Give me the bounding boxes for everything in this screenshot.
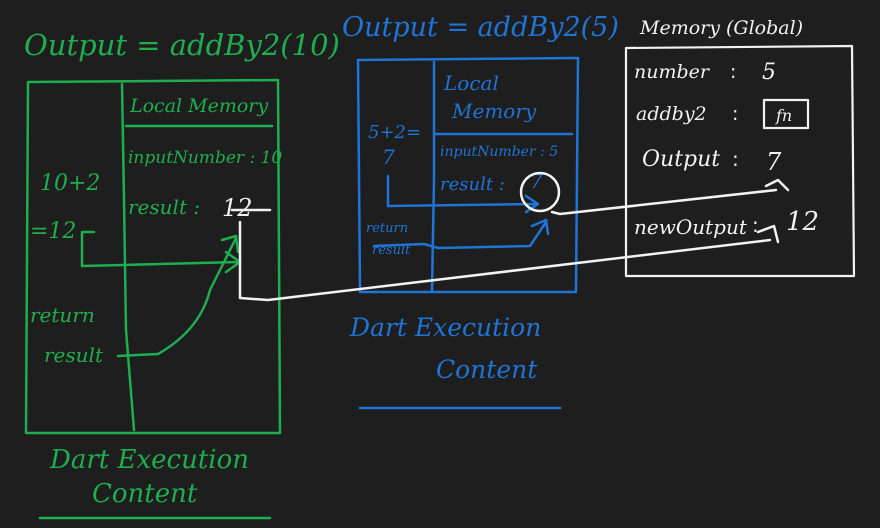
middle-heading: Output = addBy2(5) bbox=[342, 12, 619, 43]
global-newoutput-label: newOutput bbox=[634, 215, 748, 239]
global-addby2-fn-box bbox=[762, 98, 810, 130]
left-heading: Output = addBy2(10) bbox=[24, 28, 340, 62]
global-number-value: 5 bbox=[762, 60, 776, 85]
middle-footer-line2: Content bbox=[436, 355, 538, 384]
global-memory-frame bbox=[624, 44, 856, 278]
left-input-line: inputNumber : 10 bbox=[128, 148, 282, 168]
global-number-separator: : bbox=[730, 61, 736, 83]
global-addby2-separator: : bbox=[732, 103, 738, 125]
global-number-label: number bbox=[634, 61, 711, 83]
middle-return-line1: return bbox=[366, 221, 408, 236]
global-output-label: Output bbox=[642, 147, 720, 172]
left-computation-line2: =12 bbox=[30, 219, 76, 244]
left-return-line2: result bbox=[44, 343, 104, 367]
middle-result-label: result : bbox=[440, 174, 505, 195]
middle-footer-line1: Dart Execution bbox=[349, 313, 541, 342]
middle-return-arrow bbox=[372, 218, 550, 250]
left-return-arrow bbox=[116, 234, 240, 358]
left-execution-context: Output = addBy2(10) Local Memory inputNu… bbox=[24, 28, 340, 520]
middle-return-line2: result bbox=[372, 243, 411, 258]
global-newoutput-value: 12 bbox=[786, 207, 819, 237]
middle-execution-context: Output = addBy2(5) Local Memory 5+2= 7 i… bbox=[342, 12, 619, 410]
middle-local-memory-line1: Local bbox=[443, 71, 499, 95]
middle-result-circle bbox=[519, 171, 561, 213]
left-result-label: result : bbox=[128, 195, 200, 219]
newoutput-assignment-arrow bbox=[230, 208, 780, 302]
global-output-value: 7 bbox=[766, 148, 782, 176]
global-memory-title: Memory (Global) bbox=[639, 17, 803, 39]
global-addby2-value: fn bbox=[775, 106, 792, 125]
middle-computation-line2: 7 bbox=[382, 145, 395, 169]
output-assignment-arrow bbox=[550, 178, 790, 216]
global-newoutput-separator: : bbox=[752, 213, 759, 237]
middle-computation-line1: 5+2= bbox=[368, 122, 421, 143]
global-memory-panel: Memory (Global) number : 5 addby2 : fn O… bbox=[624, 17, 856, 278]
global-addby2-label: addby2 bbox=[636, 103, 707, 125]
left-footer-line1: Dart Execution bbox=[49, 445, 249, 475]
left-footer-line2: Content bbox=[92, 479, 198, 509]
left-local-memory-label: Local Memory bbox=[129, 95, 268, 117]
left-computation-line1: 10+2 bbox=[40, 171, 100, 196]
connector-arrows bbox=[230, 178, 790, 302]
global-output-separator: : bbox=[732, 147, 739, 171]
left-frame bbox=[24, 78, 282, 435]
left-result-value: 12 bbox=[222, 194, 253, 222]
left-return-line1: return bbox=[30, 303, 95, 327]
middle-input-line: inputNumber : 5 bbox=[440, 144, 558, 160]
middle-column-divider bbox=[430, 60, 436, 292]
middle-local-memory-line2: Memory bbox=[451, 99, 537, 123]
middle-frame bbox=[356, 56, 580, 294]
